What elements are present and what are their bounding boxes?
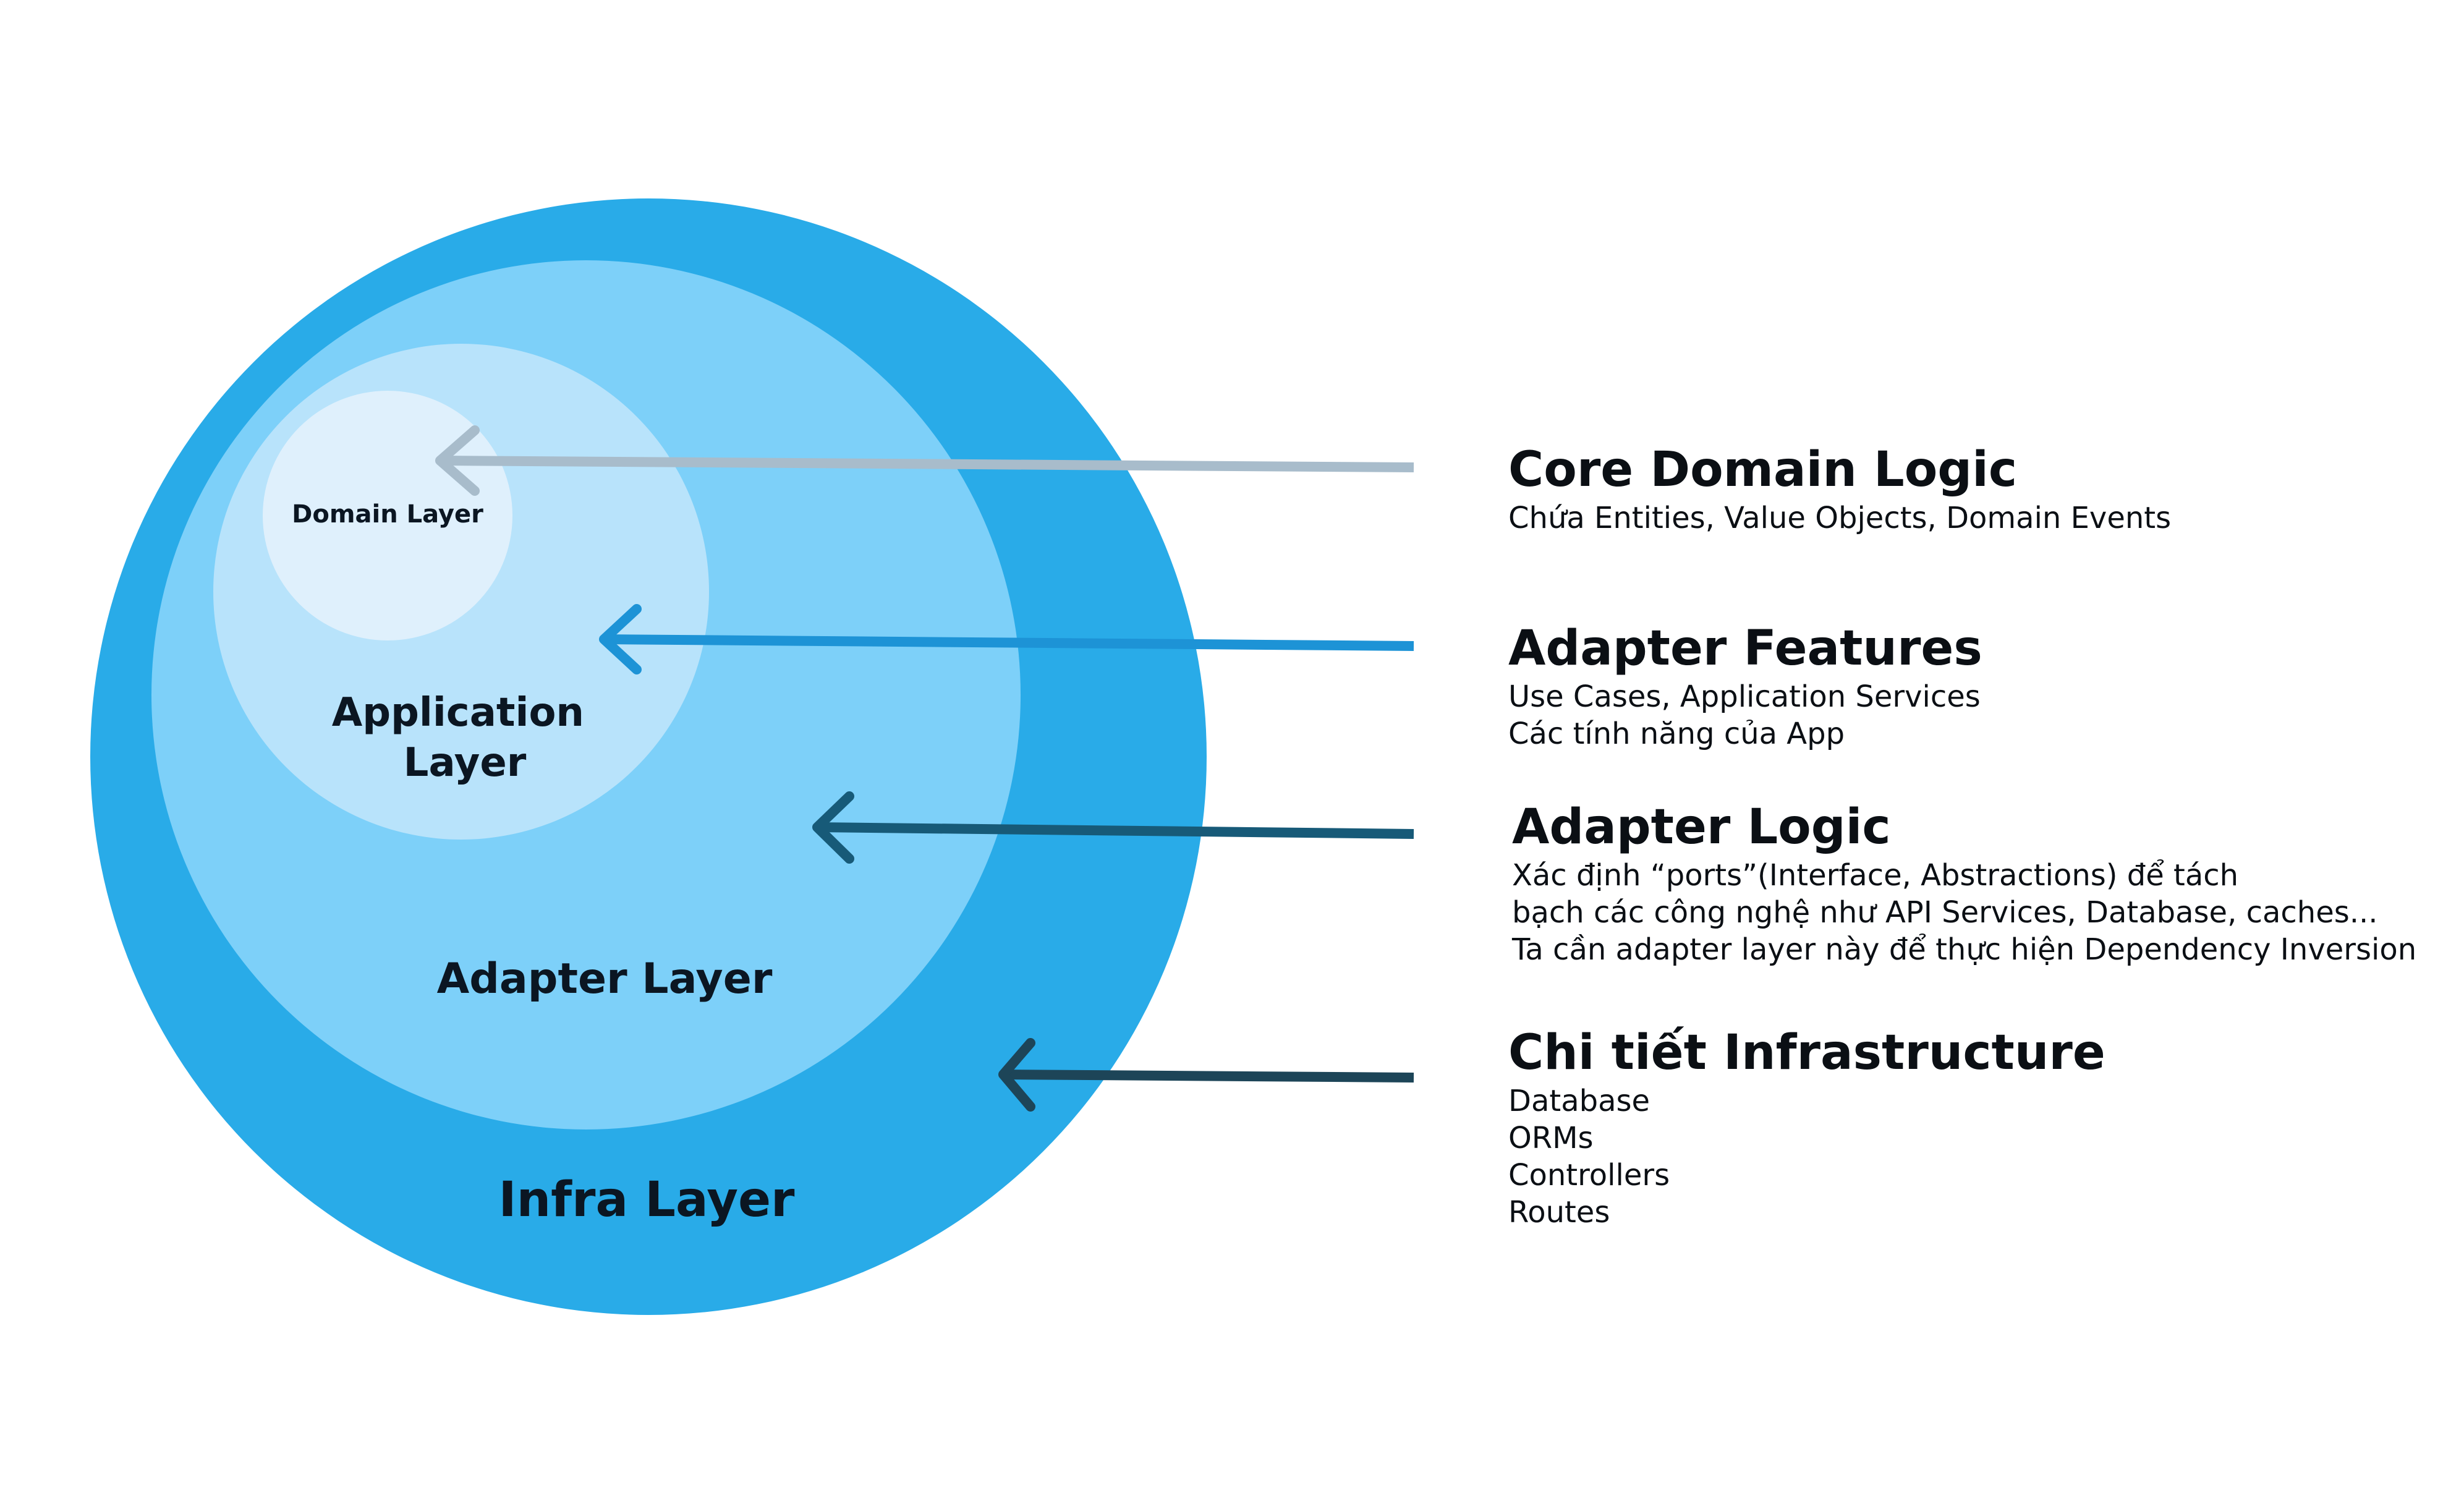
arrow-core-domain-head: [435, 425, 480, 496]
arrow-infrastructure: [998, 1038, 1414, 1112]
description-line: Use Cases, Application Services: [1508, 679, 1981, 714]
description-title: Adapter Logic: [1512, 799, 1891, 855]
arrow-adapter-logic-shaft: [817, 822, 1414, 839]
application-layer-label-line-2: Layer: [404, 740, 527, 786]
description-title: Chi tiết Infrastructure: [1508, 1025, 2105, 1081]
description-adapter-logic: Adapter Logic Xác định “ports”(Interface…: [1512, 798, 2416, 968]
description-infrastructure: Chi tiết Infrastructure Database ORMs Co…: [1508, 1023, 2105, 1231]
description-core-domain-logic: Core Domain Logic Chứa Entities, Value O…: [1508, 440, 2171, 537]
description-lines: Xác định “ports”(Interface, Abstractions…: [1512, 857, 2416, 968]
description-line: Controllers: [1508, 1158, 1670, 1193]
arrow-core-domain: [435, 425, 1414, 496]
description-line: Database: [1508, 1084, 1650, 1118]
arrow-infrastructure-head: [998, 1038, 1035, 1112]
description-lines: Chứa Entities, Value Objects, Domain Eve…: [1508, 500, 2171, 537]
arrow-infrastructure-shaft: [1003, 1070, 1414, 1083]
domain-layer-label: Domain Layer: [292, 500, 483, 529]
description-line: ORMs: [1508, 1121, 1594, 1155]
description-line: Các tính năng của App: [1508, 717, 1845, 751]
description-lines: Use Cases, Application Services Các tính…: [1508, 678, 1982, 752]
description-title: Core Domain Logic: [1508, 442, 2018, 498]
description-line: Chứa Entities, Value Objects, Domain Eve…: [1508, 501, 2172, 535]
application-layer-label-line-1: Application: [332, 690, 584, 736]
description-line: Xác định “ports”(Interface, Abstractions…: [1512, 858, 2239, 893]
arrow-adapter-logic-head: [812, 791, 854, 864]
description-adapter-features: Adapter Features Use Cases, Application …: [1508, 619, 1982, 752]
adapter-layer-label: Adapter Layer: [437, 955, 773, 1003]
description-lines: Database ORMs Controllers Routes: [1508, 1083, 2105, 1231]
description-line: Routes: [1508, 1195, 1610, 1230]
description-line: Ta cần adapter layer này để thực hiện De…: [1512, 932, 2417, 967]
arrow-adapter-features-shaft: [603, 634, 1414, 651]
arrow-adapter-features: [599, 604, 1414, 674]
description-title: Adapter Features: [1508, 621, 1982, 676]
arrow-core-domain-shaft: [440, 456, 1414, 472]
infra-layer-label: Infra Layer: [499, 1172, 795, 1228]
arrow-adapter-features-head: [599, 604, 642, 674]
description-line: bạch các công nghệ như API Services, Dat…: [1512, 895, 2378, 930]
arrow-adapter-logic: [812, 791, 1414, 864]
application-layer-label: Application Layer: [332, 690, 598, 786]
